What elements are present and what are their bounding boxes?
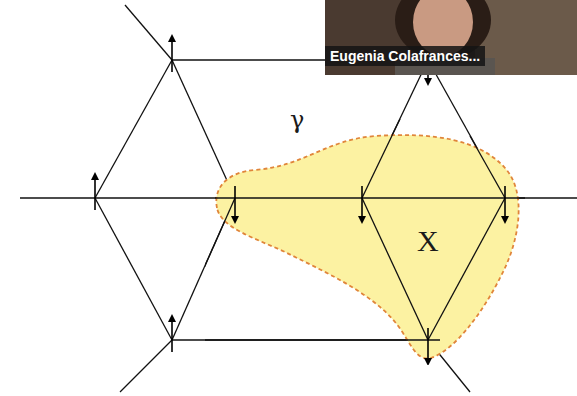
lattice-bond <box>362 119 400 198</box>
lattice-bond <box>470 136 505 198</box>
lattice-bond <box>428 198 505 340</box>
spin-arrow <box>361 186 363 220</box>
lattice-bond <box>215 197 525 198</box>
spin-arrow <box>171 318 173 352</box>
region-shape <box>216 135 518 358</box>
spin-arrow <box>94 176 96 210</box>
lattice-bond <box>205 198 235 340</box>
spin-arrow <box>504 186 506 220</box>
set-label: X <box>417 226 439 256</box>
spin-arrow <box>427 328 429 362</box>
video-thumbnail: Eugenia Colafrances... <box>325 0 577 75</box>
spin-arrow <box>171 38 173 72</box>
lattice-bond <box>362 198 428 340</box>
participant-name: Eugenia Colafrances... <box>325 46 485 66</box>
lattice-bond <box>205 339 440 340</box>
region-label: γ <box>290 108 304 132</box>
region-outline <box>205 100 525 365</box>
spin-arrow <box>234 186 236 220</box>
region-blob: γX <box>205 100 525 365</box>
